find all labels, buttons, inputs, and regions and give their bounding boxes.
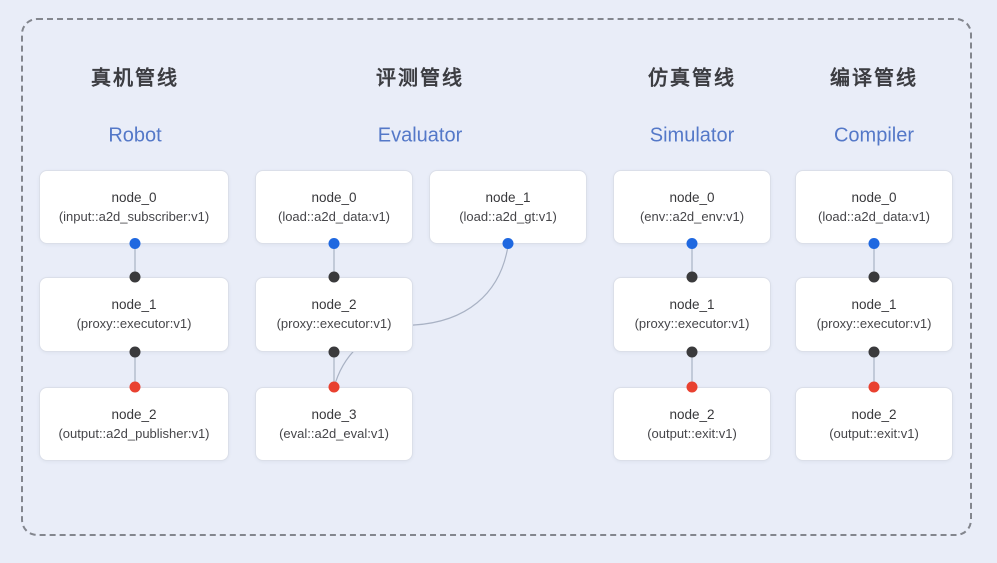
node-type: (env::a2d_env:v1) (639, 208, 745, 224)
node-card-simulator-node2: node_2 (output::exit:v1) (613, 387, 771, 461)
node-name: node_2 (111, 406, 157, 422)
node-name: node_0 (311, 189, 357, 205)
dashed-frame (21, 18, 972, 536)
pipeline-title-zh-simulator: 仿真管线 (648, 67, 736, 90)
pipeline-title-zh-evaluator: 评测管线 (376, 67, 464, 90)
node-name: node_3 (311, 406, 357, 422)
node-name: node_1 (851, 297, 897, 313)
node-card-robot-node0: node_0 (input::a2d_subscriber:v1) (39, 170, 229, 244)
node-type: (output::exit:v1) (647, 425, 737, 441)
node-card-evaluator-node3: node_3 (eval::a2d_eval:v1) (255, 387, 413, 461)
pipeline-title-en-robot: Robot (108, 124, 162, 147)
node-card-compiler-node2: node_2 (output::exit:v1) (795, 387, 953, 461)
node-card-simulator-node1: node_1 (proxy::executor:v1) (613, 277, 771, 352)
node-name: node_1 (111, 297, 157, 313)
node-type: (eval::a2d_eval:v1) (279, 425, 389, 441)
node-card-compiler-node0: node_0 (load::a2d_data:v1) (795, 170, 953, 244)
node-card-simulator-node0: node_0 (env::a2d_env:v1) (613, 170, 771, 244)
node-type: (load::a2d_gt:v1) (459, 208, 557, 224)
pipeline-title-zh-compiler: 编译管线 (830, 67, 918, 90)
node-name: node_2 (311, 297, 357, 313)
node-type: (proxy::executor:v1) (76, 316, 192, 332)
node-card-evaluator-node2: node_2 (proxy::executor:v1) (255, 277, 413, 352)
node-name: node_2 (851, 406, 897, 422)
node-card-evaluator-node1: node_1 (load::a2d_gt:v1) (429, 170, 587, 244)
node-type: (input::a2d_subscriber:v1) (58, 208, 210, 224)
pipeline-title-en-evaluator: Evaluator (377, 124, 463, 147)
node-type: (proxy::executor:v1) (816, 316, 932, 332)
node-name: node_0 (111, 189, 157, 205)
pipeline-title-en-compiler: Compiler (833, 124, 915, 147)
node-card-robot-node2: node_2 (output::a2d_publisher:v1) (39, 387, 229, 461)
node-name: node_1 (669, 297, 715, 313)
node-card-robot-node1: node_1 (proxy::executor:v1) (39, 277, 229, 352)
node-name: node_0 (851, 189, 897, 205)
node-name: node_0 (669, 189, 715, 205)
pipeline-title-zh-robot: 真机管线 (91, 67, 179, 90)
node-type: (output::a2d_publisher:v1) (58, 425, 210, 441)
node-type: (output::exit:v1) (829, 425, 919, 441)
node-name: node_1 (485, 189, 531, 205)
node-type: (load::a2d_data:v1) (817, 208, 931, 224)
node-card-evaluator-node0: node_0 (load::a2d_data:v1) (255, 170, 413, 244)
node-name: node_2 (669, 406, 715, 422)
node-type: (proxy::executor:v1) (634, 316, 750, 332)
node-type: (proxy::executor:v1) (276, 316, 392, 332)
node-type: (load::a2d_data:v1) (277, 208, 391, 224)
pipeline-title-en-simulator: Simulator (649, 124, 735, 147)
node-card-compiler-node1: node_1 (proxy::executor:v1) (795, 277, 953, 352)
